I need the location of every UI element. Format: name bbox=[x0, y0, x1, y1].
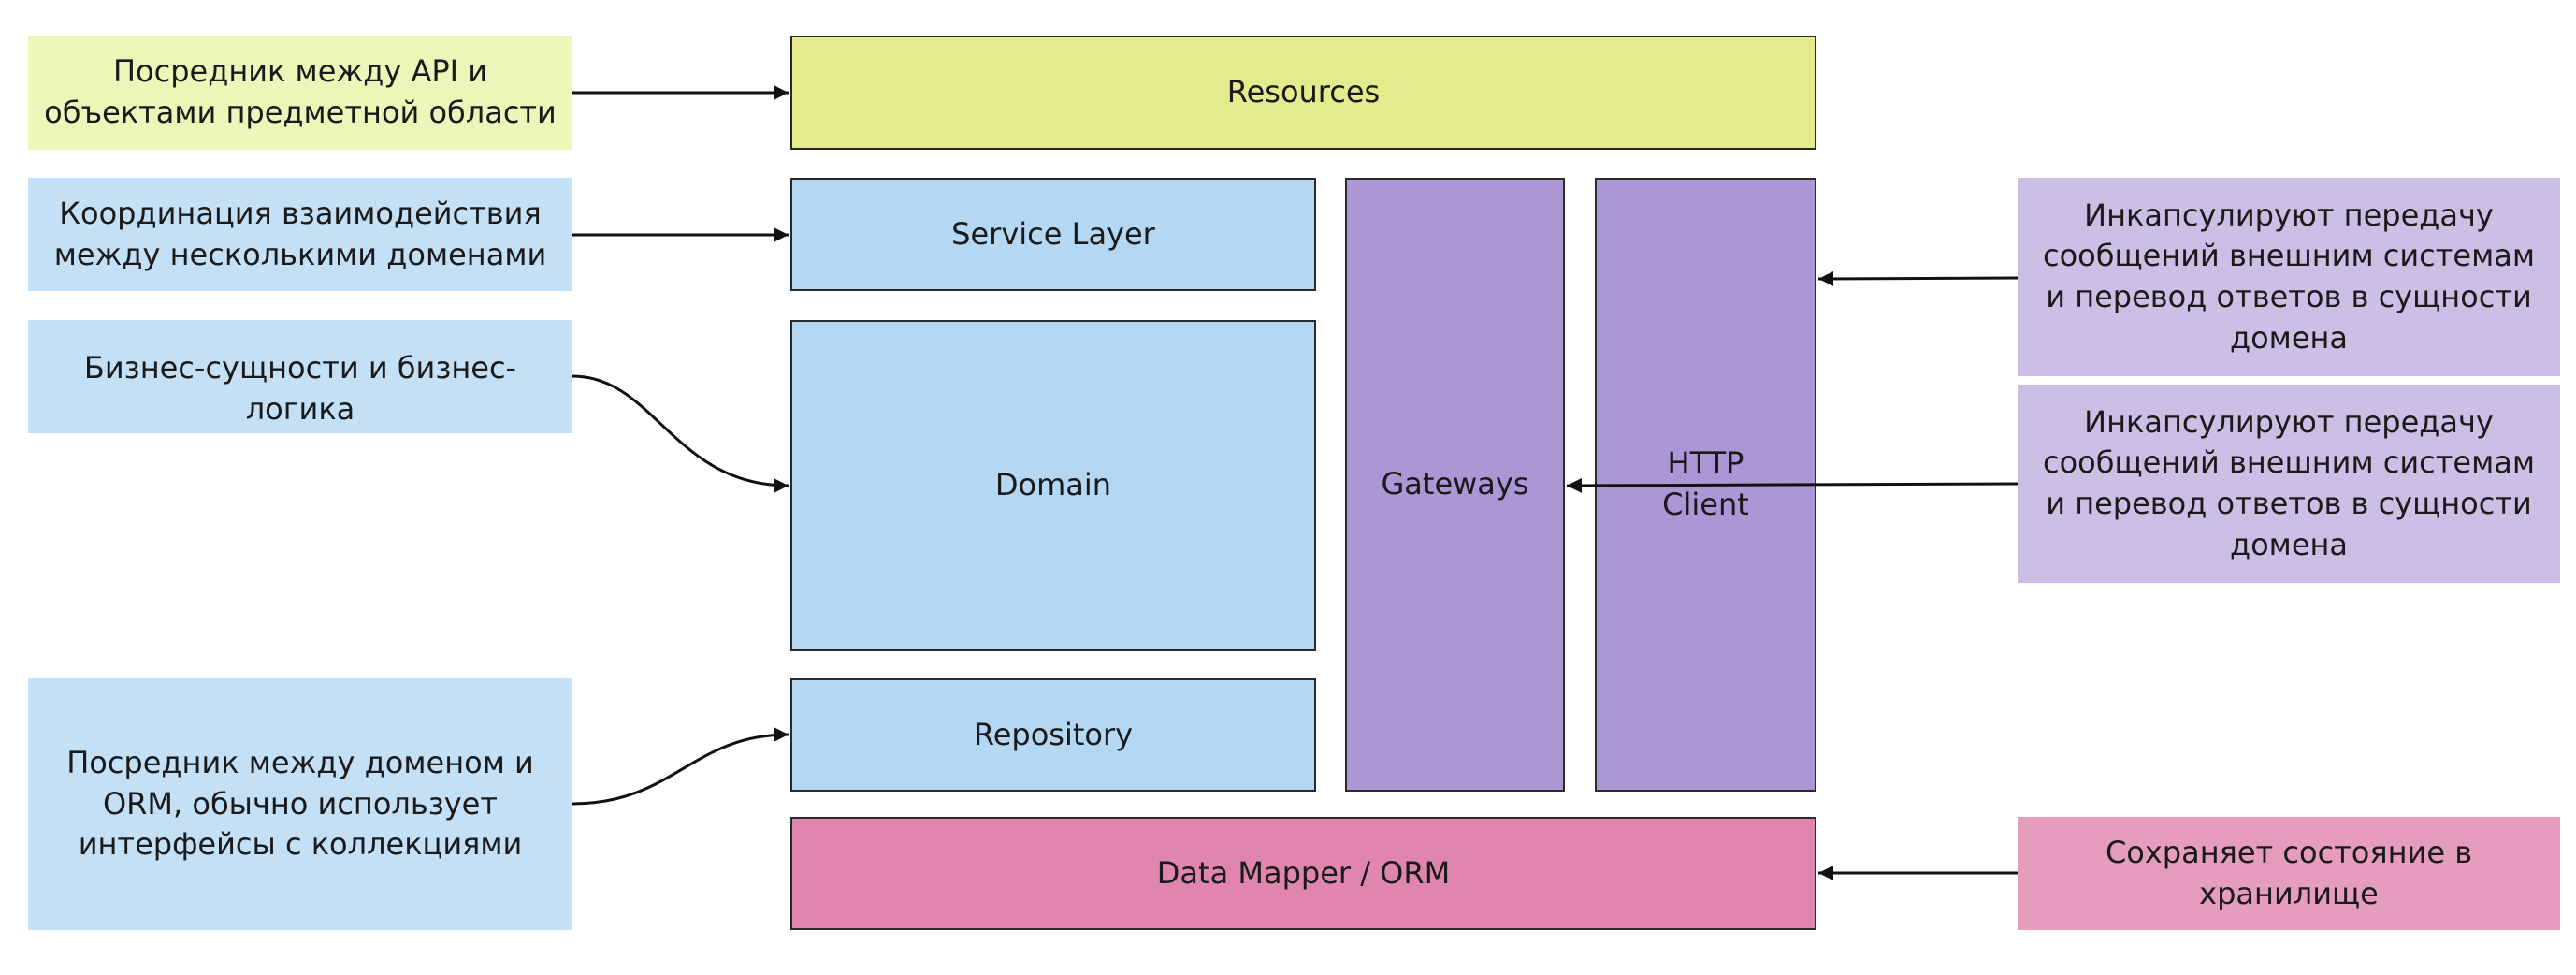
repository-note: Посредник между доменом и ORM, обычно ис… bbox=[28, 678, 572, 930]
domain-note: Бизнес-сущности и бизнес-логика bbox=[28, 320, 572, 433]
service-layer-label: Service Layer bbox=[951, 215, 1155, 252]
arrow-domain bbox=[572, 374, 789, 493]
data-mapper-label: Data Mapper / ORM bbox=[1156, 854, 1451, 891]
service-layer-note: Координация взаимодействия между несколь… bbox=[28, 178, 572, 291]
domain-note-text: Бизнес-сущности и бизнес-логика bbox=[83, 350, 517, 427]
service-layer: Service Layer bbox=[790, 178, 1316, 291]
data-mapper-note-text: Сохраняет состояние в хранилище bbox=[2105, 834, 2473, 911]
repository-layer: Repository bbox=[790, 678, 1316, 792]
service-layer-note-text: Координация взаимодействия между несколь… bbox=[53, 195, 547, 272]
resources-note-text: Посредник между API и объектами предметн… bbox=[44, 53, 557, 130]
data-mapper-layer: Data Mapper / ORM bbox=[790, 817, 1816, 930]
domain-layer: Domain bbox=[790, 320, 1316, 651]
data-mapper-note: Сохраняет состояние в хранилище bbox=[2018, 817, 2560, 930]
arrow-repository bbox=[572, 727, 789, 806]
arrow-http-client bbox=[1817, 270, 2019, 286]
gateways-layer: Gateways bbox=[1345, 178, 1565, 792]
http-client-note: Инкапсулируют передачу сообщений внешним… bbox=[2018, 178, 2560, 376]
http-client-note-text: Инкапсулируют передачу сообщений внешним… bbox=[2043, 196, 2535, 356]
domain-label: Domain bbox=[994, 467, 1112, 503]
repository-note-text: Посредник между доменом и ORM, обычно ис… bbox=[66, 745, 534, 863]
resources-layer: Resources bbox=[790, 36, 1816, 150]
gateways-label: Gateways bbox=[1381, 466, 1529, 502]
gateways-note: Инкапсулируют передачу сообщений внешним… bbox=[2018, 385, 2560, 583]
arrow-gateways bbox=[1566, 477, 2019, 493]
resources-label: Resources bbox=[1226, 74, 1381, 110]
http-client-label: HTTP Client bbox=[1662, 445, 1749, 522]
repository-label: Repository bbox=[973, 716, 1134, 752]
resources-note: Посредник между API и объектами предметн… bbox=[28, 36, 572, 150]
gateways-note-text: Инкапсулируют передачу сообщений внешним… bbox=[2043, 403, 2535, 562]
